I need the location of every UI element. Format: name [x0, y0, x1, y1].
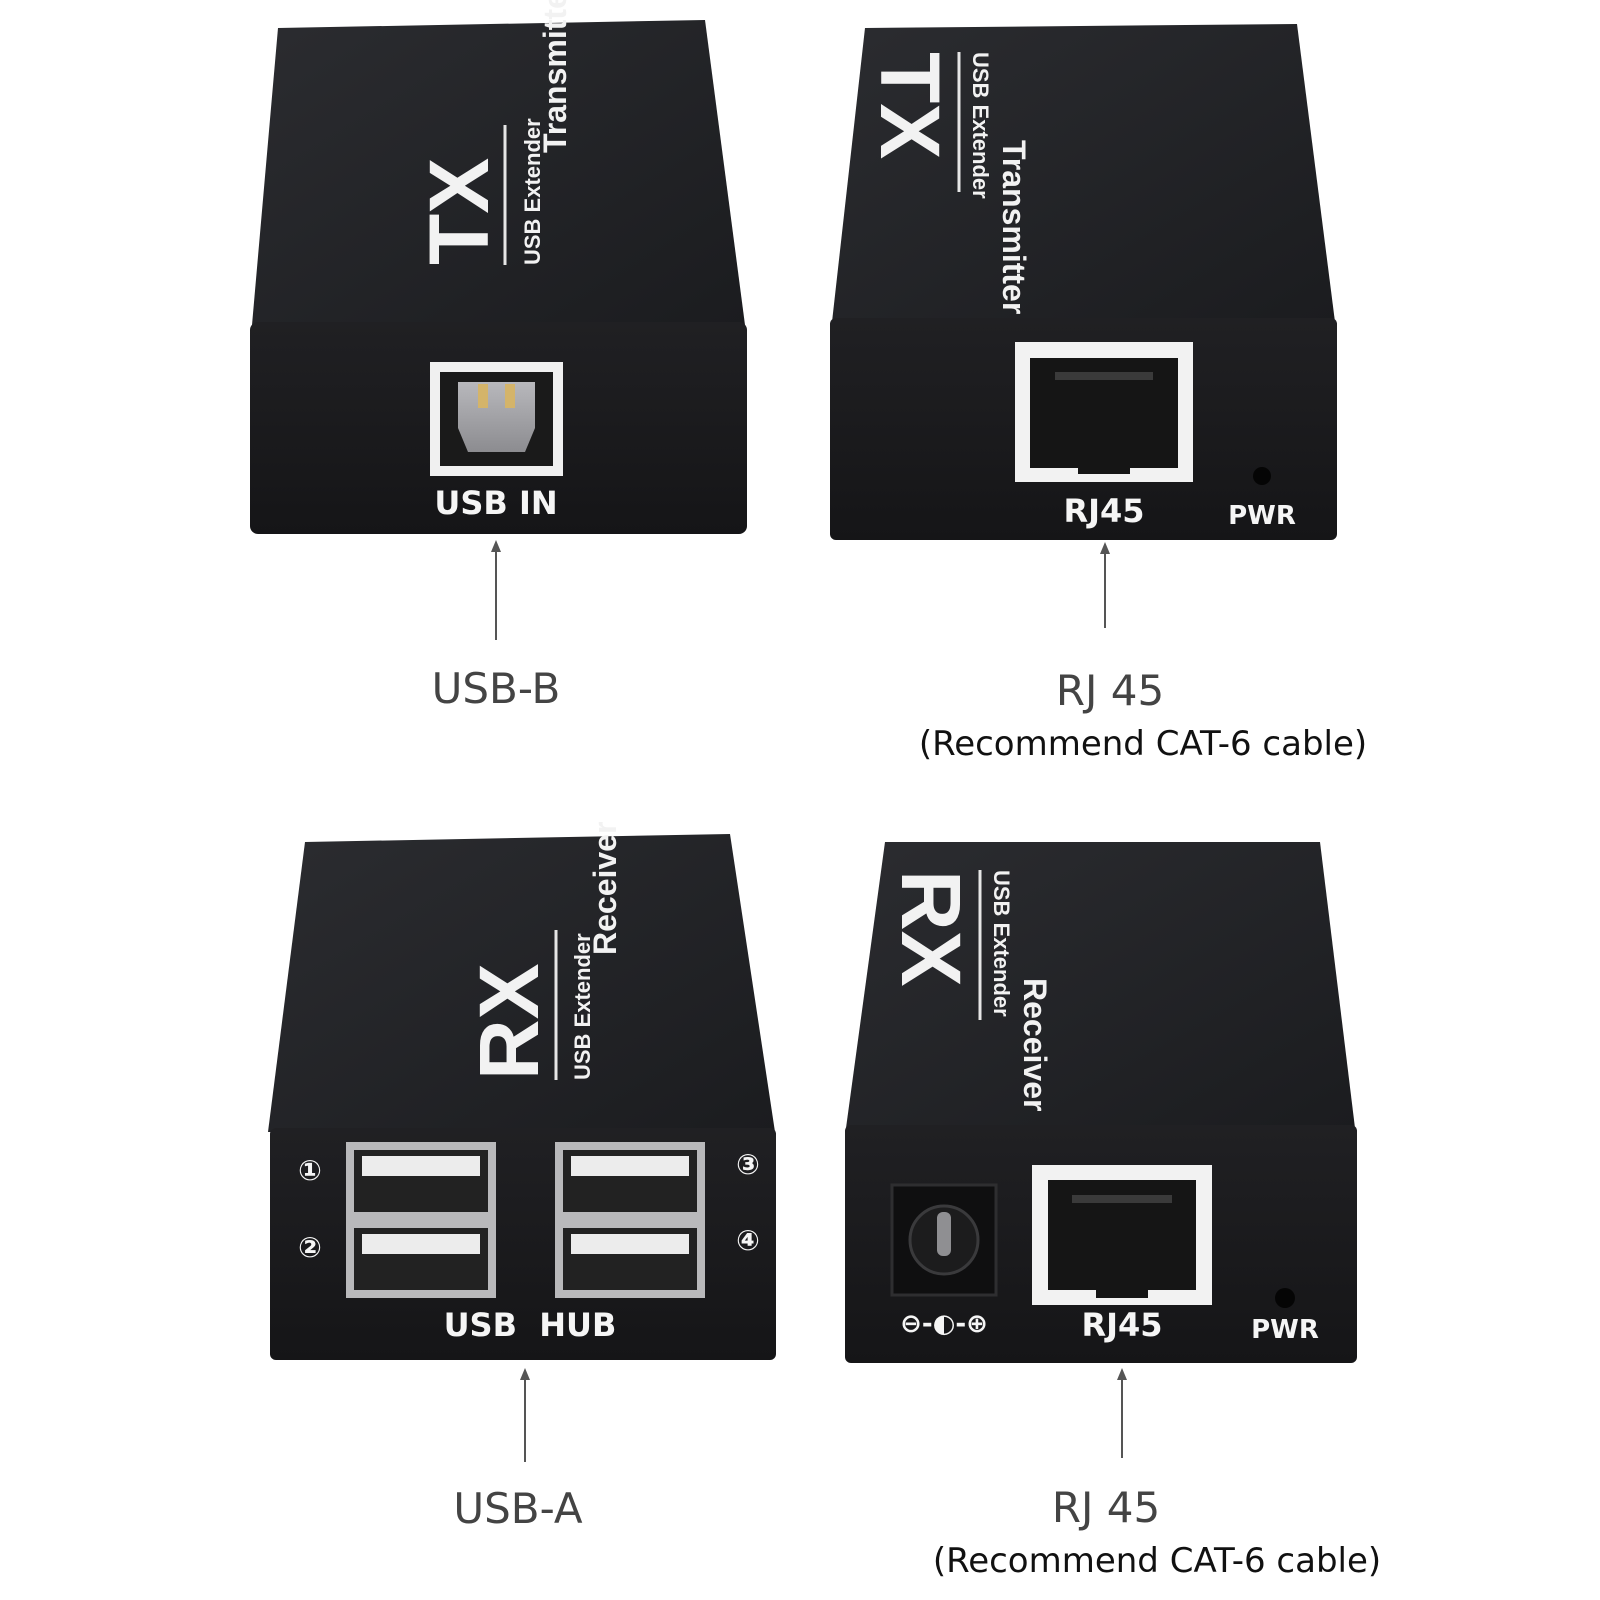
rx-usb-role-label: Receiver [587, 822, 623, 955]
tx-usb-big-label: TX [412, 158, 506, 265]
tx-rj45-top-print: Transmitter USB Extender TX [863, 52, 1032, 314]
rx-rj45-cable-note: (Recommend CAT-6 cable) [933, 1541, 1381, 1581]
callout-arrowhead [1117, 1368, 1127, 1380]
usb-b-port-plug [458, 382, 535, 452]
tx-rj45-port-label: RJ45 [1063, 492, 1144, 530]
rj45-latch [1078, 452, 1130, 474]
tx-usb-role-label: Transmitter [537, 0, 573, 153]
rx-usb-small-label: USB Extender [570, 933, 595, 1080]
port-number-4: ④ [736, 1224, 760, 1257]
rx-usb-unit: RX USB Extender Receiver ① ② ③ ④ USB HUB… [268, 822, 776, 1533]
rj45-contacts [1055, 372, 1153, 380]
usb-in-label: USB IN [434, 484, 557, 522]
tx-rj45-unit: Transmitter USB Extender TX RJ45 PWR RJ … [830, 24, 1367, 764]
tx-usb-unit: TX USB Extender Transmitter USB IN USB-B [250, 0, 747, 713]
rx-usb-top-print: RX USB Extender Receiver [462, 822, 623, 1080]
rx-rj45-unit: Receiver USB Extender RX ⊖-◐-⊕ RJ45 PWR … [845, 842, 1381, 1581]
rj45-contacts [1072, 1195, 1172, 1203]
rx-rj45-small-label: USB Extender [989, 870, 1014, 1017]
usb-a-callout: USB-A [453, 1484, 582, 1533]
port-number-2: ② [298, 1231, 322, 1264]
tx-usb-small-label: USB Extender [520, 118, 545, 265]
port-number-1: ① [298, 1154, 322, 1187]
usb-hub-label: USB HUB [444, 1306, 617, 1344]
usb-b-callout: USB-B [432, 664, 561, 713]
tx-rj45-big-label: TX [863, 52, 957, 159]
callout-arrowhead [1100, 542, 1110, 554]
usb-b-pin [505, 384, 515, 408]
dc-polarity-symbol: ⊖-◐-⊕ [900, 1309, 988, 1339]
rx-pwr-label: PWR [1251, 1315, 1319, 1345]
usb-a-tongue [362, 1234, 480, 1254]
tx-rj45-cable-note: (Recommend CAT-6 cable) [919, 724, 1367, 764]
rx-usb-top-face [268, 834, 775, 1132]
rx-rj45-callout: RJ 45 [1052, 1483, 1160, 1532]
tx-usb-top-face [252, 20, 745, 325]
rx-rj45-top-print: Receiver USB Extender RX [884, 870, 1053, 1111]
usb-a-tongue [571, 1156, 689, 1176]
tx-pwr-label: PWR [1228, 501, 1296, 531]
rx-rj45-top-face [846, 842, 1355, 1128]
usb-a-tongue [362, 1156, 480, 1176]
port-number-3: ③ [736, 1148, 760, 1181]
rx-rj45-role-label: Receiver [1017, 978, 1053, 1111]
tx-rj45-small-label: USB Extender [968, 52, 993, 199]
pwr-led [1253, 467, 1271, 485]
usb-a-tongue [571, 1234, 689, 1254]
rx-rj45-big-label: RX [884, 870, 978, 987]
pwr-led [1275, 1288, 1295, 1308]
callout-arrowhead [491, 540, 501, 552]
rj45-latch [1096, 1276, 1148, 1298]
tx-rj45-role-label: Transmitter [996, 140, 1032, 314]
dc-jack-pin [937, 1212, 951, 1256]
rx-rj45-port-label: RJ45 [1081, 1306, 1162, 1344]
callout-arrowhead [520, 1368, 530, 1380]
tx-usb-top-print: TX USB Extender Transmitter [412, 0, 573, 265]
usb-b-pin [478, 384, 488, 408]
rx-usb-big-label: RX [462, 963, 556, 1080]
tx-rj45-callout: RJ 45 [1056, 666, 1164, 715]
